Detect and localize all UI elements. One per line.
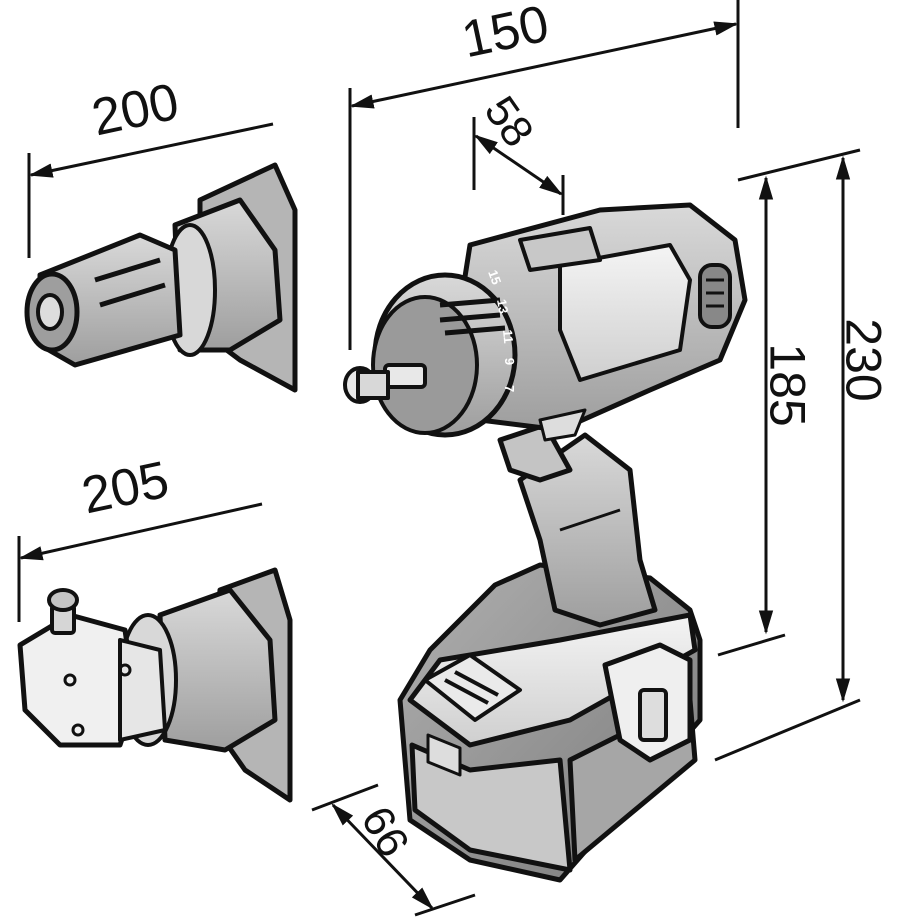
dimension-66: [311, 783, 476, 917]
battery-pack: [397, 562, 703, 883]
label-230: 230: [835, 318, 892, 402]
charge-indicator: [426, 733, 462, 777]
battery-release-button: [423, 653, 522, 722]
torque-markings: 15 13 11 9 7: [485, 268, 517, 392]
vent-slots: [698, 263, 732, 329]
dimension-150: [348, 0, 740, 350]
handle: [517, 432, 658, 628]
bit-holder: [343, 363, 427, 404]
dimension-200: [27, 122, 274, 258]
angle-attachment-view: [17, 567, 293, 803]
dimension-230: [714, 155, 861, 762]
svg-text:15: 15: [485, 268, 504, 287]
svg-text:7: 7: [502, 385, 517, 392]
dimension-58: [472, 117, 565, 215]
svg-text:13: 13: [494, 298, 511, 315]
dimension-185: [717, 148, 861, 657]
label-185: 185: [759, 343, 816, 427]
svg-text:11: 11: [500, 329, 516, 344]
main-drill: [343, 202, 748, 883]
chuck-attachment-view: [24, 162, 298, 393]
gear-selector: [518, 226, 602, 272]
svg-text:9: 9: [502, 358, 517, 366]
dimension-205: [17, 502, 263, 622]
direction-switch: [538, 408, 587, 442]
